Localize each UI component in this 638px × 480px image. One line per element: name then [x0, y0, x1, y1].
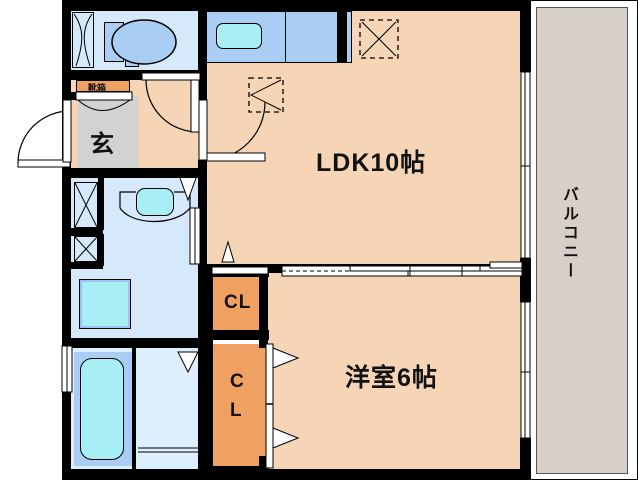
wall-toilet-right: [198, 0, 207, 80]
toilet-flush-button: [125, 56, 139, 67]
wall-shelf-right-lower: [98, 234, 104, 266]
bedroom-label: 洋室6帖: [345, 364, 438, 392]
wall-exterior-bottom: [62, 469, 529, 480]
wall-shelf-bottom: [71, 262, 103, 269]
wall-ldk-kitchen-post: [337, 11, 347, 63]
washing-machine-pan: [79, 279, 131, 329]
closet-upper-label: CL: [224, 292, 252, 313]
toilet-tank: [104, 22, 124, 62]
wall-exterior-right-lower: [520, 438, 531, 480]
wall-hall-bottom: [62, 168, 207, 178]
closet-upper-box: [212, 276, 268, 330]
wall-closet-divider: [205, 330, 269, 340]
wall-hall-right-top: [198, 80, 207, 100]
wall-washroom-right: [198, 178, 207, 470]
wall-exterior-right-mid: [520, 258, 531, 302]
bathtub: [80, 358, 124, 460]
balcony-label: バルコニー: [560, 186, 577, 281]
closet-lower-label-c: C: [230, 371, 245, 392]
wall-genkan-left: [70, 92, 78, 100]
balcony-floor: [536, 7, 628, 474]
genkan-label: 玄: [90, 131, 115, 158]
kitchen-sink-basin: [216, 23, 262, 49]
wall-shelf-right-upper: [98, 178, 104, 230]
bedroom-floor: [265, 272, 527, 470]
washroom-shelf-tall: [74, 182, 98, 228]
closet-lower-label-l: L: [230, 400, 243, 421]
vanity-basin: [136, 188, 174, 216]
wall-bathroom-top: [62, 338, 207, 348]
wall-exterior-top: [62, 0, 529, 11]
wall-closet-top: [205, 272, 269, 277]
wall-shelf-divider-upper: [71, 228, 103, 236]
wall-ldk-left-top: [198, 0, 207, 12]
wall-toilet-bottom: [62, 70, 207, 80]
wall-hall-left-spine: [62, 0, 71, 480]
wall-bathtub-divider: [132, 348, 136, 470]
wall-hall-right-bottom: [198, 160, 207, 178]
wall-closet-left: [205, 272, 213, 470]
wall-bedroom-left-bottom: [259, 456, 268, 470]
toilet-shelf-upper: [72, 12, 94, 68]
wall-bedroom-left-upper: [259, 264, 268, 338]
shoe-cabinet-label: 靴箱: [88, 83, 107, 93]
ldk-label: LDK10帖: [316, 149, 427, 177]
washroom-shelf-short: [74, 236, 98, 262]
kitchen-counter-divider: [285, 11, 286, 63]
closet-lower-box: [212, 344, 268, 468]
wall-closet-bottom: [205, 466, 269, 471]
wall-bedroom-left-lower: [259, 338, 268, 348]
wall-exterior-right-upper: [520, 0, 531, 72]
